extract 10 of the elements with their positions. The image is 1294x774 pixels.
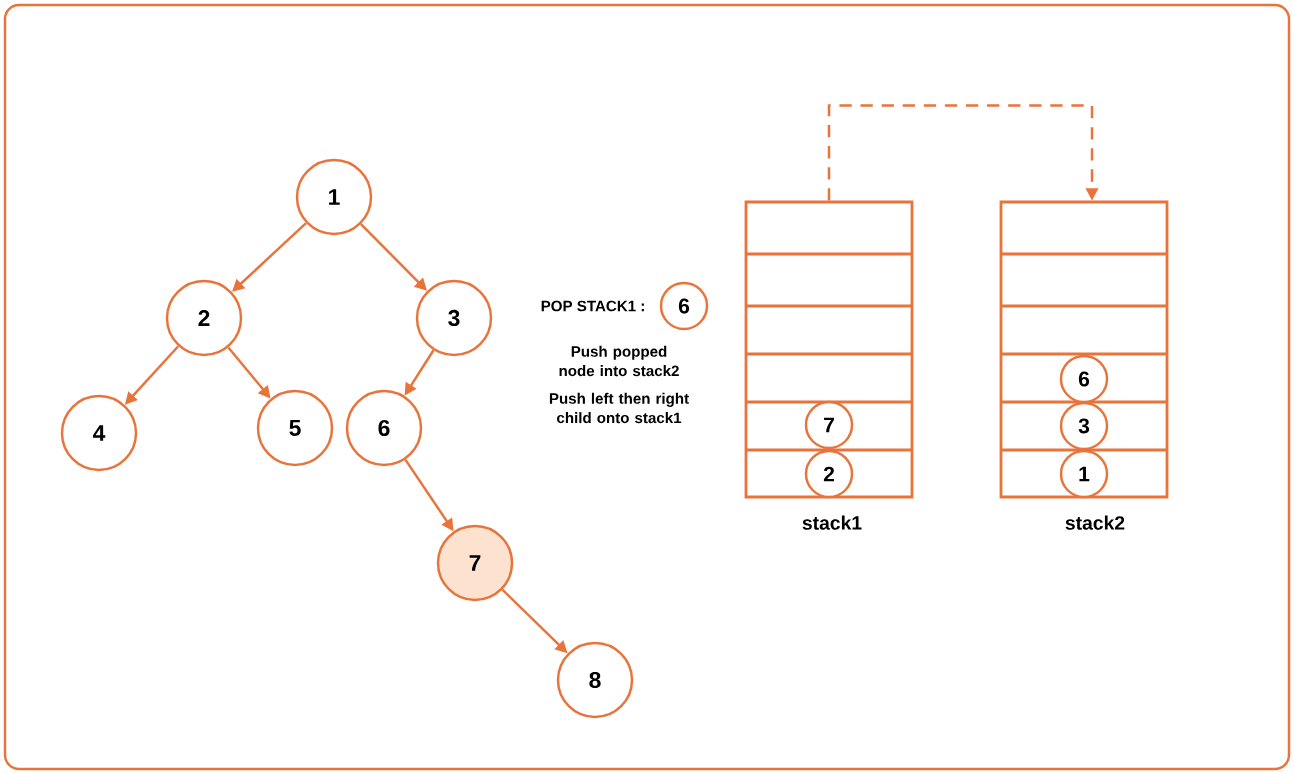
stack-label: stack1 [802,515,862,530]
note-text: Push left then right child onto stack1 [549,392,689,424]
stack-box [744,200,914,499]
note-text: Push popped node into stack2 [559,345,679,377]
arrow [360,223,427,291]
stack-box [999,200,1169,499]
note-text: POP STACK1 : [541,300,644,312]
arrow [827,104,1099,201]
stack-label: stack2 [1065,515,1125,530]
arrow [232,222,307,292]
